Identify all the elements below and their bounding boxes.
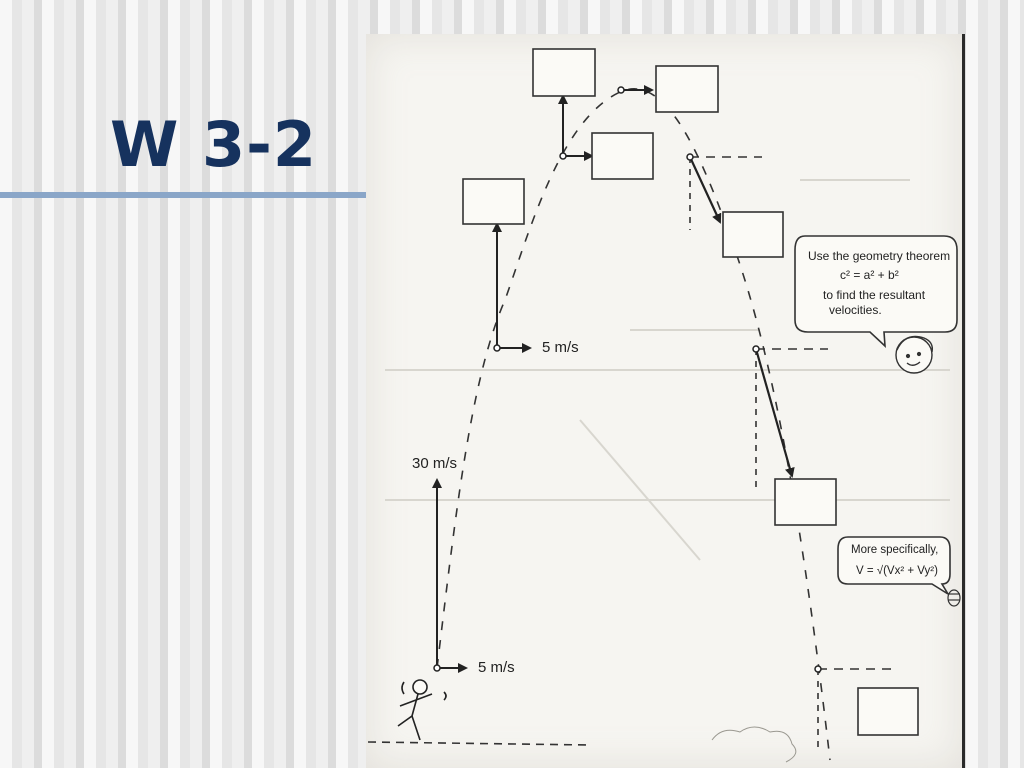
title-underline <box>0 192 366 198</box>
answer-boxes <box>462 48 919 736</box>
bubble-top-line2: c² = a² + b² <box>840 268 899 282</box>
slide-title: W 3-2 <box>110 108 317 181</box>
apex-vector <box>617 85 654 95</box>
answer-box-4 <box>655 65 719 113</box>
answer-box-3 <box>591 132 654 180</box>
answer-box-2 <box>532 48 596 97</box>
bee-doodle <box>947 589 961 607</box>
answer-box-1 <box>462 178 525 225</box>
bubble-bottom-line2: V = √(Vx² + Vy²) <box>856 564 938 577</box>
label-30ms: 30 m/s <box>412 455 457 472</box>
point-2-vectors <box>492 222 532 353</box>
speech-bubble-bottom: More specifically, V = √(Vx² + Vy²) <box>837 536 951 595</box>
cartoon-face <box>895 335 934 374</box>
answer-box-7 <box>857 687 919 736</box>
descent-1-vectors <box>686 153 762 230</box>
launch-vectors <box>432 478 468 673</box>
running-figure <box>397 679 447 741</box>
label-5ms-launch: 5 m/s <box>478 659 515 676</box>
scanned-worksheet <box>366 34 965 768</box>
label-5ms-mid: 5 m/s <box>542 339 579 356</box>
bubble-bottom-line1: More specifically, <box>851 544 938 556</box>
answer-box-6 <box>774 478 837 526</box>
bleed-through-lines <box>385 179 950 561</box>
cloud-doodle <box>711 726 797 763</box>
bubble-top-line1: Use the geometry theorem <box>808 249 950 263</box>
descent-2-vectors <box>752 345 828 488</box>
bubble-top-line4: velocities. <box>829 303 882 317</box>
answer-box-5 <box>722 211 784 258</box>
descent-3-vectors <box>814 665 896 750</box>
ground-line <box>367 741 591 746</box>
point-3-vectors <box>558 94 594 161</box>
speech-bubble-top: Use the geometry theorem c² = a² + b² to… <box>794 235 958 348</box>
bubble-top-line3: to find the resultant <box>823 288 926 302</box>
